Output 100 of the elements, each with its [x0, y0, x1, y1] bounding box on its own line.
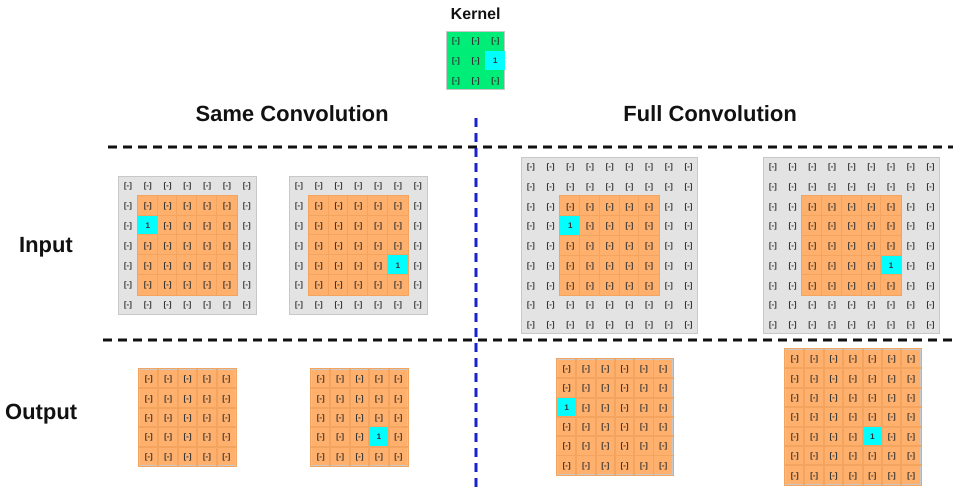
- matrix-entry: [-]: [368, 275, 388, 295]
- matrix-entry: [-]: [843, 407, 863, 427]
- matrix-entry: [-]: [584, 318, 595, 331]
- matrix-entry: [-]: [350, 388, 370, 408]
- matrix-entry: [-]: [580, 236, 600, 256]
- matrix-entry: [-]: [788, 240, 798, 252]
- matrix-entry: [-]: [369, 388, 389, 408]
- matrix-entry: [-]: [158, 275, 178, 295]
- matrix-entry: [-]: [906, 161, 916, 174]
- matrix-entry: [-]: [614, 398, 634, 417]
- matrix-entry: [-]: [450, 55, 461, 68]
- matrix-entry: [-]: [824, 407, 844, 427]
- matrix-entry: [-]: [584, 299, 595, 312]
- matrix-entry: [-]: [584, 161, 595, 174]
- matrix-entry: [-]: [350, 408, 370, 428]
- matrix-entry: [-]: [901, 407, 921, 427]
- matrix-entry: [-]: [824, 388, 844, 408]
- matrix-entry: [-]: [596, 359, 615, 378]
- matrix-entry: [-]: [768, 181, 778, 194]
- matrix-entry: [-]: [348, 196, 368, 216]
- matrix-entry: [-]: [412, 220, 423, 232]
- matrix-entry: [-]: [824, 426, 844, 446]
- matrix-entry: [-]: [882, 465, 902, 485]
- matrix-entry: [-]: [866, 181, 876, 194]
- matrix-entry: [-]: [804, 388, 824, 408]
- matrix-entry: [-]: [373, 180, 384, 192]
- highlighted-entry: 1: [560, 216, 580, 236]
- matrix-entry: [-]: [683, 280, 694, 292]
- matrix-entry: [-]: [388, 408, 408, 428]
- matrix-entry: [-]: [862, 216, 882, 236]
- matrix-entry: [-]: [197, 255, 217, 275]
- matrix-entry: [-]: [785, 349, 804, 368]
- matrix-entry: [-]: [604, 318, 615, 331]
- matrix-entry: [-]: [242, 220, 252, 232]
- matrix-entry: [-]: [576, 456, 596, 475]
- matrix-entry: [-]: [785, 426, 804, 446]
- matrix-entry: [-]: [664, 161, 674, 174]
- matrix-entry: [-]: [216, 388, 236, 408]
- matrix-entry: [-]: [178, 446, 198, 466]
- matrix-entry: [-]: [122, 200, 133, 212]
- section-heading: Same Convolution: [195, 100, 389, 127]
- matrix-entry: [-]: [178, 427, 198, 447]
- matrix-entry: [-]: [788, 299, 798, 312]
- matrix-entry: [-]: [412, 279, 423, 292]
- matrix-entry: [-]: [557, 378, 576, 398]
- matrix-entry: [-]: [644, 318, 654, 331]
- matrix-entry: [-]: [158, 196, 178, 216]
- matrix-entry: [-]: [862, 446, 882, 466]
- matrix-entry: [-]: [353, 180, 364, 192]
- matrix-entry: [-]: [634, 378, 654, 398]
- matrix-entry: [-]: [197, 388, 217, 408]
- matrix-entry: [-]: [177, 255, 198, 275]
- matrix-entry: [-]: [600, 275, 620, 295]
- matrix-entry: [-]: [158, 446, 178, 466]
- matrix-entry: [-]: [388, 388, 408, 408]
- matrix-entry: [-]: [330, 446, 350, 466]
- matrix-entry: [-]: [580, 275, 600, 295]
- matrix-entry: [-]: [802, 275, 822, 295]
- matrix-entry: [-]: [392, 299, 403, 312]
- matrix-entry: [-]: [664, 299, 674, 312]
- matrix-entry: [-]: [882, 368, 902, 388]
- matrix-entry: [-]: [822, 275, 842, 295]
- matrix-entry: [-]: [683, 200, 694, 213]
- matrix-entry: [-]: [294, 240, 304, 252]
- matrix-entry: [-]: [353, 299, 364, 312]
- matrix-entry: [-]: [768, 240, 778, 252]
- matrix-entry: [-]: [901, 426, 921, 446]
- matrix-entry: [-]: [862, 368, 882, 388]
- matrix-entry: [-]: [925, 299, 936, 312]
- matrix-entry: [-]: [846, 181, 857, 194]
- matrix-entry: [-]: [242, 240, 252, 252]
- matrix-entry: [-]: [862, 465, 882, 485]
- matrix-entry: [-]: [216, 427, 236, 447]
- matrix-entry: [-]: [138, 255, 158, 275]
- matrix-entry: [-]: [557, 456, 576, 475]
- matrix-entry: [-]: [906, 220, 916, 232]
- matrix-entry: [-]: [333, 299, 344, 312]
- matrix-entry: [-]: [804, 407, 824, 427]
- matrix-entry: [-]: [866, 318, 876, 331]
- matrix-entry: [-]: [350, 446, 370, 466]
- matrix-entry: [-]: [526, 220, 536, 232]
- matrix-entry: [-]: [330, 408, 350, 428]
- matrix-entry: [-]: [197, 275, 217, 295]
- matrix-entry: [-]: [526, 161, 536, 174]
- matrix-entry: [-]: [882, 388, 902, 408]
- highlighted-entry: 1: [138, 216, 158, 236]
- matrix-entry: [-]: [634, 436, 654, 456]
- matrix-entry: [-]: [138, 235, 158, 256]
- matrix-entry: [-]: [620, 256, 640, 276]
- matrix-entry: [-]: [412, 299, 423, 312]
- matrix-entry: [-]: [843, 446, 863, 466]
- matrix-entry: [-]: [886, 299, 896, 312]
- matrix-entry: [-]: [158, 427, 178, 447]
- matrix-entry: [-]: [925, 181, 936, 194]
- matrix-entry: [-]: [348, 275, 368, 295]
- matrix-entry: [-]: [580, 256, 600, 276]
- matrix-entry: [-]: [565, 161, 576, 174]
- matrix-entry: [-]: [664, 318, 674, 331]
- matrix-entry: [-]: [222, 299, 232, 312]
- matrix-entry: [-]: [614, 456, 634, 475]
